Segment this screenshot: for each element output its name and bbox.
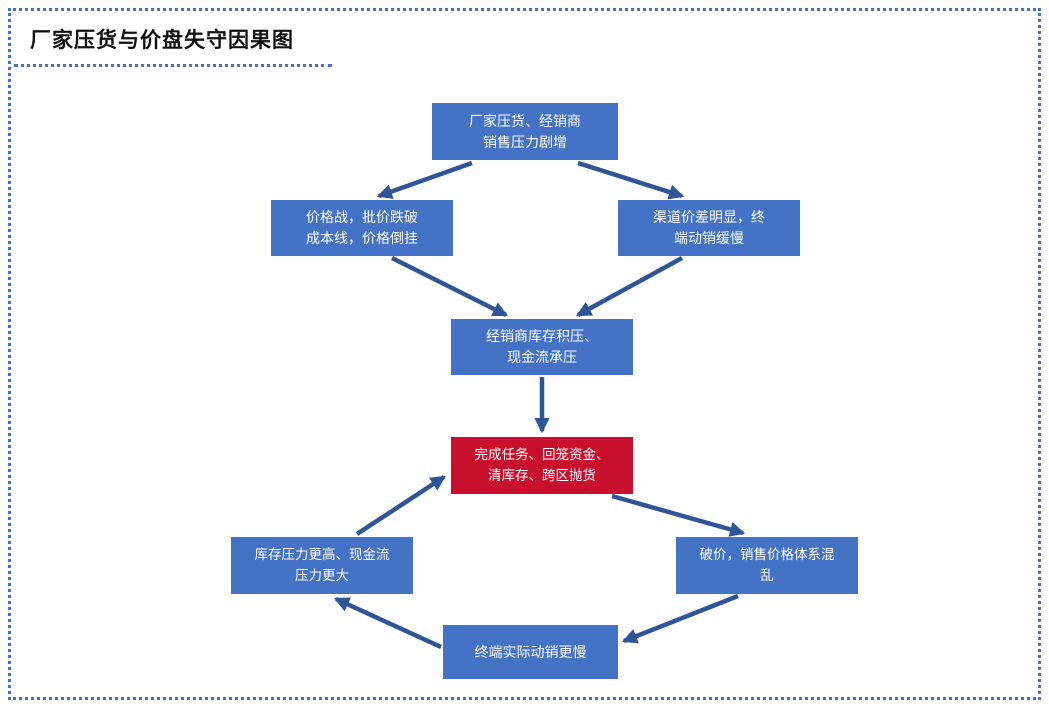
arrow-dump-to-pricebreak (611, 493, 746, 537)
node-slower-sales: 终端实际动销更慢 (443, 625, 618, 679)
arrow-slowersales-to-higherpressure (333, 596, 442, 650)
node-higher-pressure: 库存压力更高、现金流 压力更大 (231, 537, 413, 594)
arrow-surge-to-pricewar (376, 160, 473, 199)
arrow-channelgap-to-backlog (575, 256, 684, 317)
node-price-war: 价格战，批价跌破 成本线，价格倒挂 (271, 200, 453, 256)
arrow-surge-to-channelgap (577, 160, 685, 200)
arrow-higherpressure-to-dump (355, 475, 446, 536)
arrow-pricebreak-to-slowersales (621, 593, 739, 644)
node-pressure-surge: 厂家压货、经销商 销售压力剧增 (432, 103, 618, 160)
diagram-title: 厂家压货与价盘失守因果图 (14, 24, 332, 67)
node-dump-goods: 完成任务、回笼资金、 清库存、跨区抛货 (451, 437, 633, 494)
node-price-break: 破价，销售价格体系混 乱 (676, 537, 858, 594)
node-inventory-backlog: 经销商库存积压、 现金流承压 (451, 319, 633, 375)
arrow-pricewar-to-backlog (390, 255, 509, 318)
node-channel-gap: 渠道价差明显，终 端动销缓慢 (618, 200, 800, 256)
